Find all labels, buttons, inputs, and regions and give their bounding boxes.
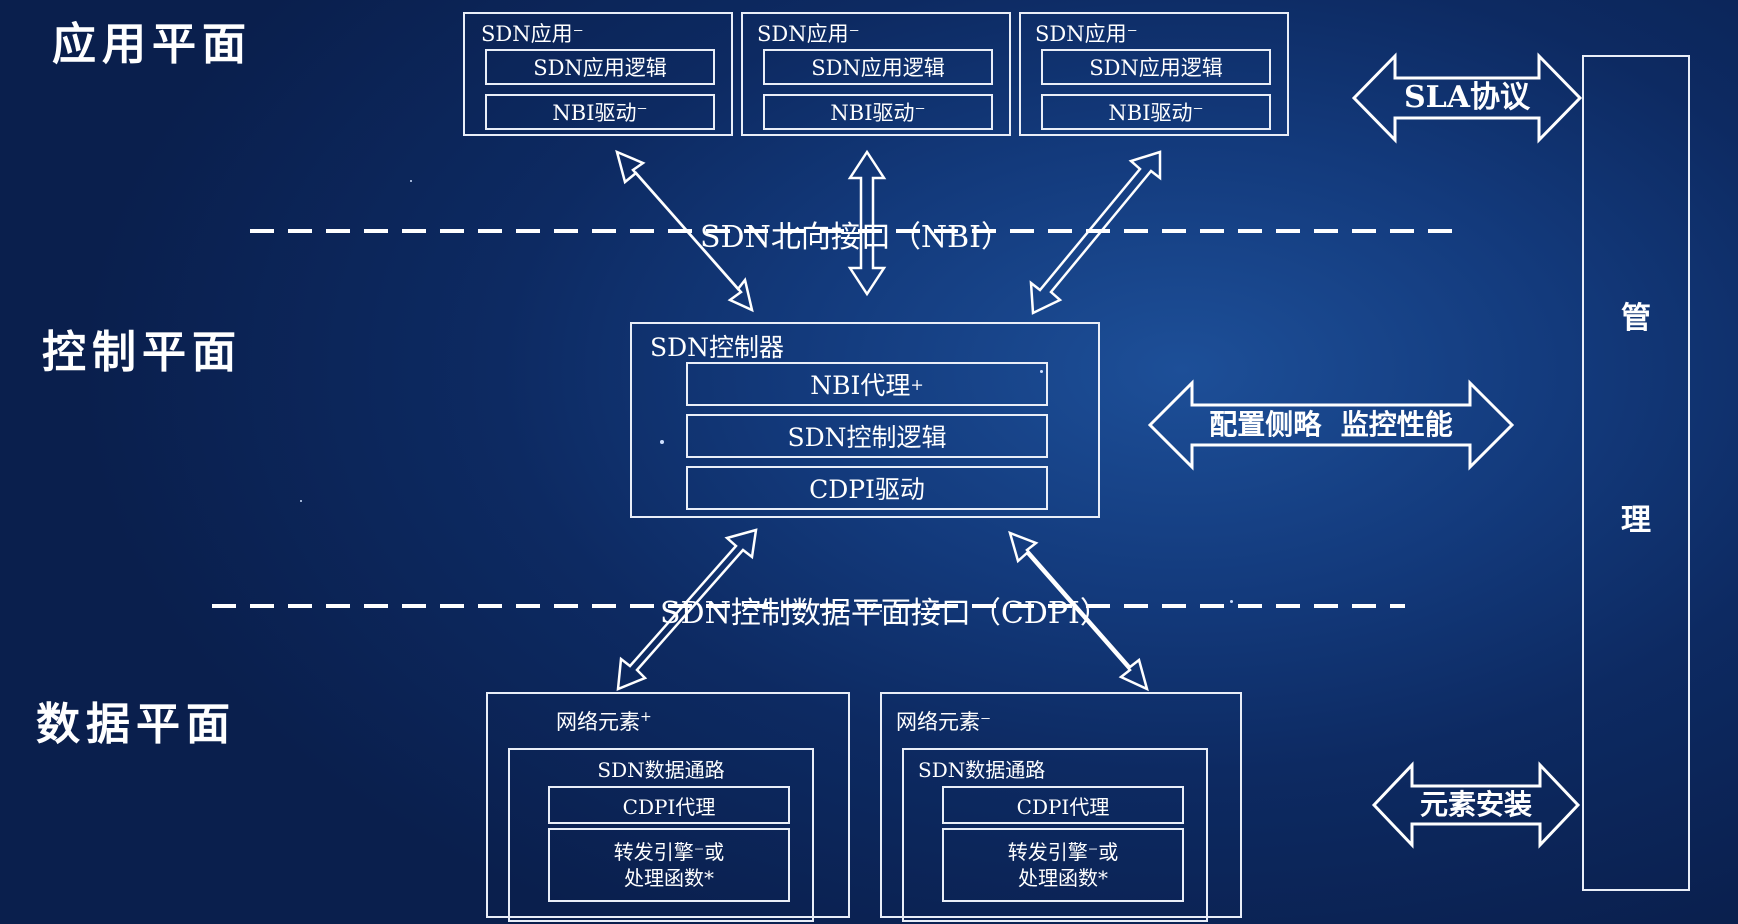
sdn-app-title: SDN应用⁻ [481, 22, 584, 46]
cdpi-driver: CDPI驱动 [686, 466, 1048, 510]
network-element-box-1: 网络元素+ SDN数据通路 CDPI代理 转发引擎⁻或处理函数* [486, 692, 850, 922]
plane-label-control: 控制平面 [42, 327, 242, 378]
background-star [1040, 370, 1043, 373]
sla-double-arrow [1351, 52, 1583, 144]
app3-controller-arrow [1029, 150, 1162, 315]
sdn-app-title: SDN应用⁻ [1035, 22, 1138, 46]
background-star [1230, 600, 1233, 603]
nbi-agent: NBI代理+ [686, 362, 1048, 406]
network-element-box-2: 网络元素⁻ SDN数据通路 CDPI代理 转发引擎⁻或处理函数* [880, 692, 1242, 922]
sdn-app-logic: SDN应用逻辑 [763, 49, 993, 85]
cdpi-agent: CDPI代理 [548, 786, 790, 824]
background-star [660, 440, 664, 444]
sdn-datapath-box: SDN数据通路 CDPI代理 转发引擎⁻或处理函数* [902, 748, 1208, 922]
sdn-controller-title: SDN控制器 [650, 333, 785, 362]
nbi-driver: NBI驱动⁻ [763, 94, 993, 130]
background-star [880, 610, 882, 612]
forwarding-engine: 转发引擎⁻或处理函数* [942, 828, 1184, 902]
sdn-control-logic: SDN控制逻辑 [686, 414, 1048, 458]
sdn-datapath-box: SDN数据通路 CDPI代理 转发引擎⁻或处理函数* [508, 748, 814, 922]
background-star [410, 180, 412, 182]
management-box: 管 理 [1582, 55, 1690, 891]
background-star [300, 500, 302, 502]
sdn-app-logic: SDN应用逻辑 [485, 49, 715, 85]
sdn-app-logic: SDN应用逻辑 [1041, 49, 1271, 85]
app1-controller-arrow [615, 149, 754, 313]
management-char-1: 管 [1621, 301, 1651, 336]
sdn-datapath-title: SDN数据通路 [918, 758, 1046, 782]
management-char-2: 理 [1621, 503, 1651, 538]
sdn-app-box-3: SDN应用⁻ SDN应用逻辑 NBI驱动⁻ [1019, 12, 1289, 136]
network-element-title: 网络元素+ [556, 709, 652, 734]
config-double-arrow [1147, 379, 1515, 471]
sdn-app-box-1: SDN应用⁻ SDN应用逻辑 NBI驱动⁻ [463, 12, 733, 136]
nbi-driver: NBI驱动⁻ [1041, 94, 1271, 130]
controller-element2-arrow [1008, 530, 1149, 692]
install-label: 元素安装 [1419, 788, 1532, 821]
sdn-controller-box: SDN控制器 NBI代理+ SDN控制逻辑 CDPI驱动 [630, 322, 1100, 518]
cdpi-agent: CDPI代理 [942, 786, 1184, 824]
sdn-app-box-2: SDN应用⁻ SDN应用逻辑 NBI驱动⁻ [741, 12, 1011, 136]
network-element-title: 网络元素⁻ [896, 710, 992, 734]
app2-controller-arrow [847, 149, 887, 297]
plane-label-data: 数据平面 [36, 699, 236, 750]
plane-label-application: 应用平面 [52, 19, 252, 70]
install-double-arrow [1371, 761, 1581, 849]
forwarding-engine: 转发引擎⁻或处理函数* [548, 828, 790, 902]
sla-label: SLA协议 [1403, 80, 1531, 115]
nbi-interface-label: SDN北向接口（NBI） [700, 220, 1012, 255]
controller-element1-arrow [616, 528, 758, 691]
config-monitor-label: 配置侧略 监控性能 [1209, 408, 1453, 441]
cdpi-interface-label: SDN控制数据平面接口（CDPI） [660, 596, 1110, 631]
sdn-app-title: SDN应用⁻ [757, 22, 860, 46]
nbi-driver: NBI驱动⁻ [485, 94, 715, 130]
sdn-datapath-title: SDN数据通路 [597, 758, 725, 782]
